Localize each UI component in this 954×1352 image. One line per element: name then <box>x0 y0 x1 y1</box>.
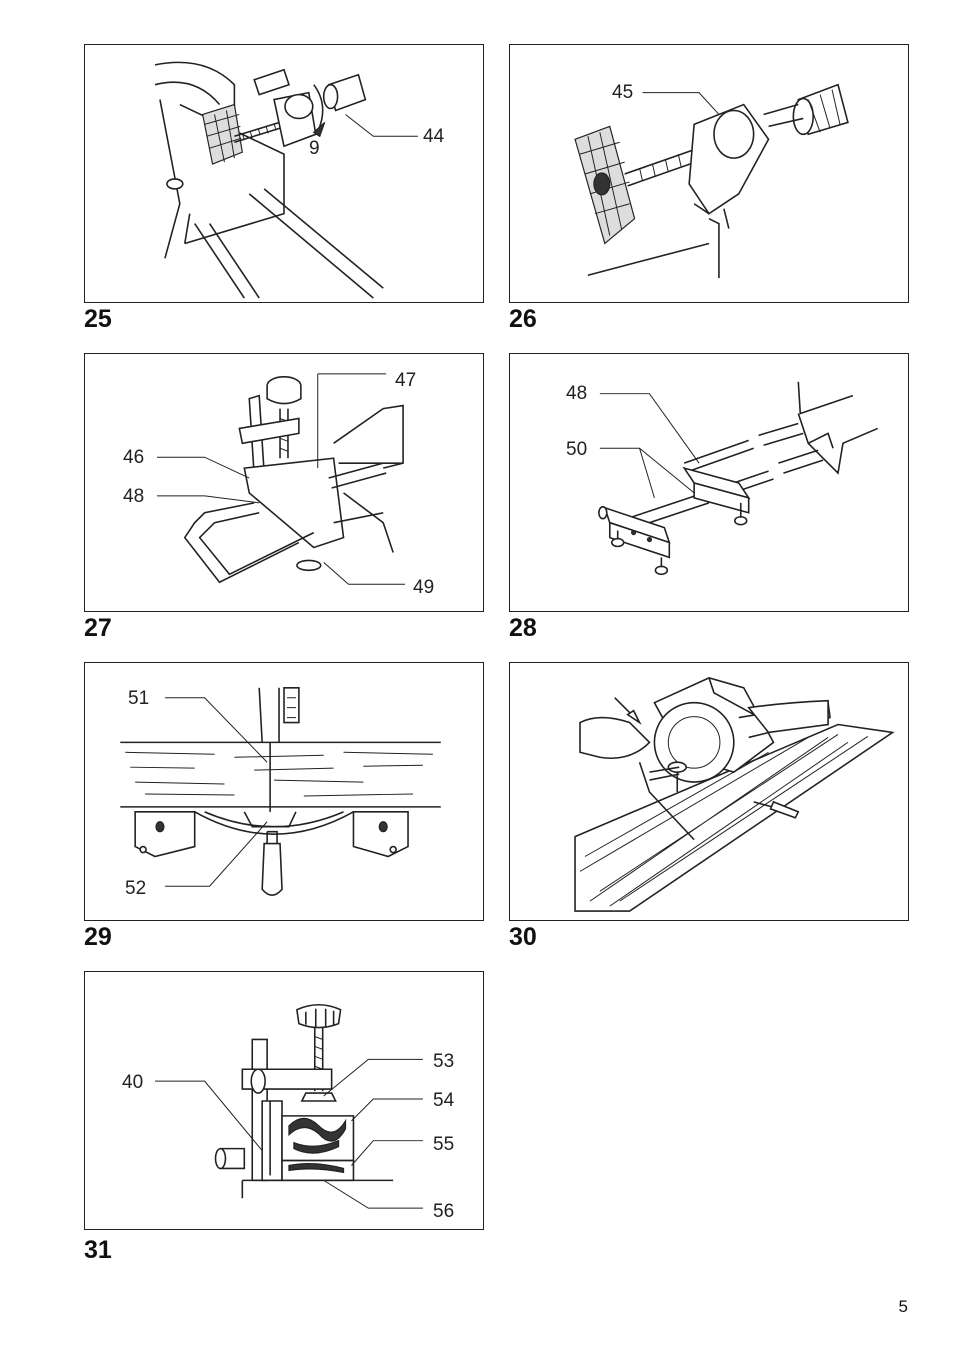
figure-27-panel: 47 46 48 49 <box>84 353 484 612</box>
figure-30-drawing <box>574 677 895 912</box>
callout-label: 56 <box>433 1201 455 1222</box>
callout-label: 44 <box>423 126 445 147</box>
figure-26-panel: 45 <box>509 44 909 303</box>
figure-28-drawing <box>598 381 878 576</box>
figure-31-panel: 53 40 54 55 56 <box>84 971 484 1230</box>
figure-number: 25 <box>84 305 112 333</box>
callout-label: 49 <box>413 577 435 598</box>
callout-label: 48 <box>123 486 145 507</box>
callout-label: 54 <box>433 1090 455 1111</box>
figure-27-drawing <box>156 373 406 585</box>
callout-label: 9 <box>309 138 320 159</box>
page-number: 5 <box>898 1297 908 1316</box>
callout-label: 52 <box>125 878 147 899</box>
callout-label: 51 <box>128 688 150 709</box>
figure-number: 30 <box>509 923 537 951</box>
figure-number: 28 <box>509 614 537 642</box>
figure-30-panel <box>509 662 909 921</box>
figure-26-drawing <box>574 83 849 279</box>
figure-number: 27 <box>84 614 112 642</box>
figure-29-panel: 51 52 <box>84 662 484 921</box>
callout-label: 55 <box>433 1134 455 1155</box>
callout-label: 45 <box>612 82 634 103</box>
figure-number: 29 <box>84 923 112 951</box>
figure-29-drawing <box>120 687 441 896</box>
callout-label: 53 <box>433 1051 455 1072</box>
callout-label: 47 <box>395 370 417 391</box>
figure-31-drawing <box>155 1003 423 1209</box>
figure-number: 31 <box>84 1236 112 1264</box>
callout-label: 40 <box>122 1072 144 1093</box>
callout-label: 46 <box>123 447 145 468</box>
figure-25-drawing <box>154 61 418 299</box>
callout-label: 48 <box>566 383 588 404</box>
figure-number: 26 <box>509 305 537 333</box>
figure-25-panel: 44 9 <box>84 44 484 303</box>
callout-label: 50 <box>566 439 588 460</box>
figure-28-panel: 48 50 <box>509 353 909 612</box>
